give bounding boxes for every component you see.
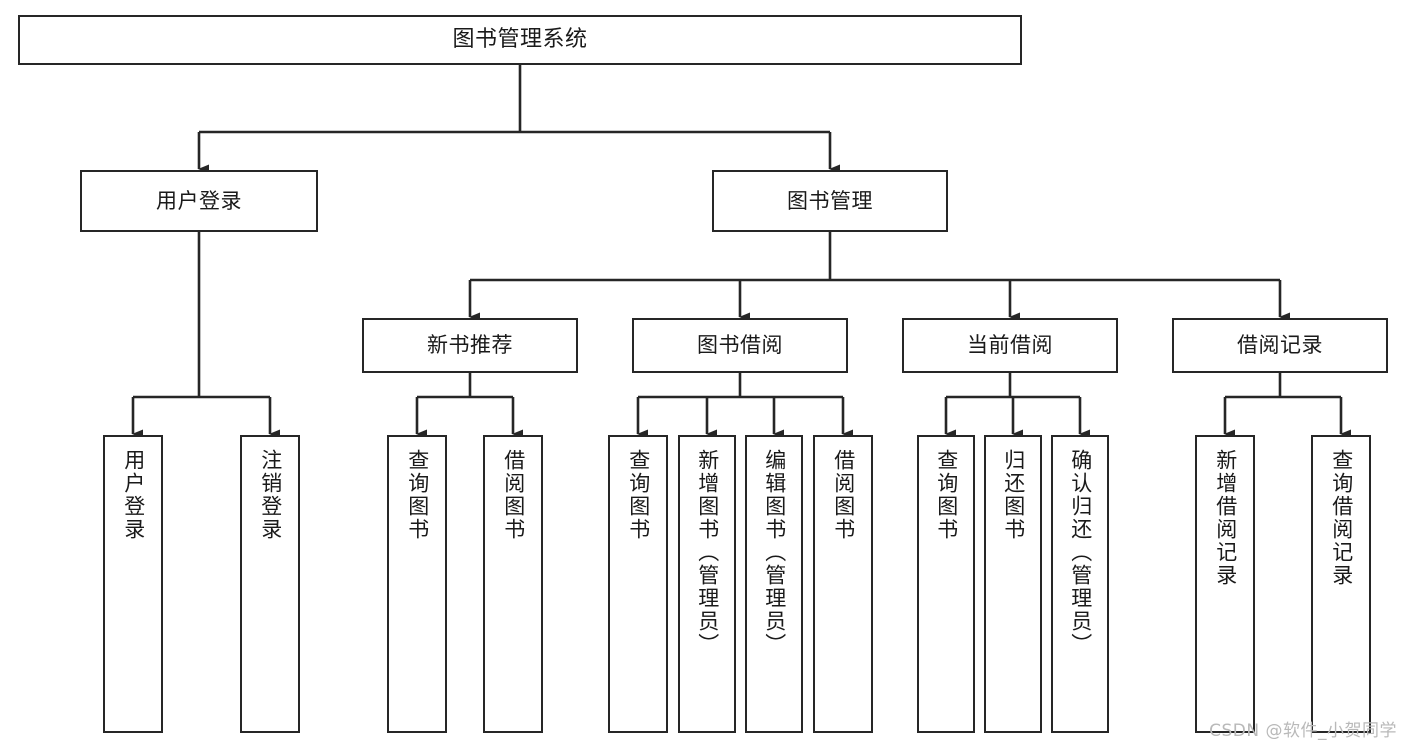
node-current-borrow[interactable]: 当前借阅 [902,318,1118,373]
node-label: 借阅记录 [1237,333,1323,358]
node-label: 图书借阅 [697,333,783,358]
node-book-borrow[interactable]: 图书借阅 [632,318,848,373]
node-borrow-record[interactable]: 借阅记录 [1172,318,1388,373]
node-label: 借阅图书 [501,449,526,541]
node-label: 注销登录 [258,449,283,541]
node-label: 查询图书 [405,449,430,541]
node-book-manage[interactable]: 图书管理 [712,170,948,232]
node-leaf-borrow-book-1[interactable]: 借阅图书 [483,435,543,733]
node-label: 查询借阅记录 [1329,449,1354,587]
node-root[interactable]: 图书管理系统 [18,15,1022,65]
node-label: 图书管理系统 [452,27,588,53]
node-leaf-logout[interactable]: 注销登录 [240,435,300,733]
node-leaf-borrow-book-2[interactable]: 借阅图书 [813,435,873,733]
node-leaf-query-record[interactable]: 查询借阅记录 [1311,435,1371,733]
node-label: 新增借阅记录 [1213,449,1238,587]
node-leaf-add-book[interactable]: 新增图书（管理员） [678,435,736,733]
node-label: 新书推荐 [427,333,513,358]
node-leaf-edit-book[interactable]: 编辑图书（管理员） [745,435,803,733]
node-leaf-confirm-return[interactable]: 确认归还（管理员） [1051,435,1109,733]
node-leaf-query-book-3[interactable]: 查询图书 [917,435,975,733]
node-label: 用户登录 [121,449,146,541]
node-user-login[interactable]: 用户登录 [80,170,318,232]
node-label: 用户登录 [156,188,242,213]
node-label: 确认归还（管理员） [1068,449,1093,656]
node-label: 查询图书 [934,449,959,541]
node-label: 归还图书 [1001,449,1026,541]
node-new-book-rec[interactable]: 新书推荐 [362,318,578,373]
node-label: 新增图书（管理员） [695,449,720,656]
node-label: 查询图书 [626,449,651,541]
node-leaf-add-record[interactable]: 新增借阅记录 [1195,435,1255,733]
node-label: 当前借阅 [967,333,1053,358]
node-leaf-return-book[interactable]: 归还图书 [984,435,1042,733]
node-label: 借阅图书 [831,449,856,541]
node-leaf-query-book-1[interactable]: 查询图书 [387,435,447,733]
node-leaf-user-login[interactable]: 用户登录 [103,435,163,733]
node-label: 编辑图书（管理员） [762,449,787,656]
node-label: 图书管理 [787,188,873,213]
node-leaf-query-book-2[interactable]: 查询图书 [608,435,668,733]
